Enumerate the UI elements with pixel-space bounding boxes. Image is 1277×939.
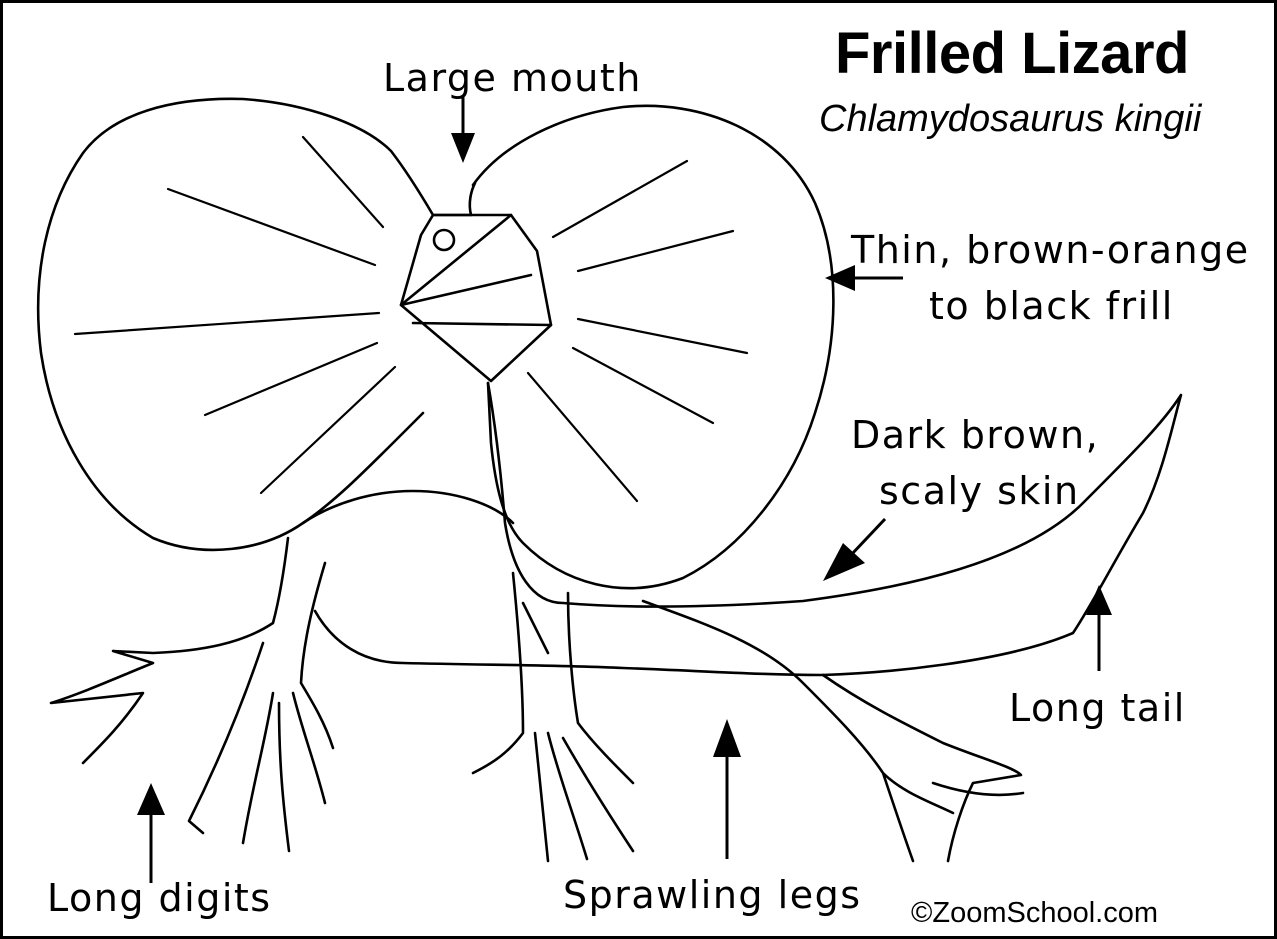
- label-large-mouth: Large mouth: [383, 59, 642, 97]
- copyright-notice: ©ZoomSchool.com: [911, 899, 1158, 928]
- lizard-illustration: [3, 3, 1274, 936]
- eye: [434, 230, 454, 250]
- label-frill-line2: to black frill: [929, 287, 1174, 325]
- left-frill: [38, 99, 433, 550]
- label-long-digits: Long digits: [47, 879, 272, 917]
- right-front-leg: [473, 573, 633, 861]
- left-frill-ribs: [75, 137, 395, 493]
- diagram-title: Frilled Lizard: [835, 25, 1189, 83]
- left-front-leg: [51, 538, 333, 851]
- arrow-large-mouth: [451, 95, 475, 163]
- label-sprawling-legs: Sprawling legs: [563, 876, 862, 914]
- arrow-digits: [137, 783, 165, 883]
- hind-leg: [643, 601, 1023, 861]
- arrow-tail: [1086, 585, 1112, 671]
- arrow-legs: [713, 719, 741, 859]
- mouth-neck: [433, 183, 475, 215]
- scientific-name: Chlamydosaurus kingii: [819, 100, 1201, 138]
- label-skin-line1: Dark brown,: [851, 416, 1099, 454]
- right-frill-ribs: [528, 161, 747, 501]
- label-frill-line1: Thin, brown-orange: [851, 231, 1250, 269]
- head: [401, 215, 551, 381]
- label-long-tail: Long tail: [1009, 689, 1186, 727]
- arrow-skin: [823, 519, 885, 581]
- label-skin-line2: scaly skin: [879, 472, 1080, 510]
